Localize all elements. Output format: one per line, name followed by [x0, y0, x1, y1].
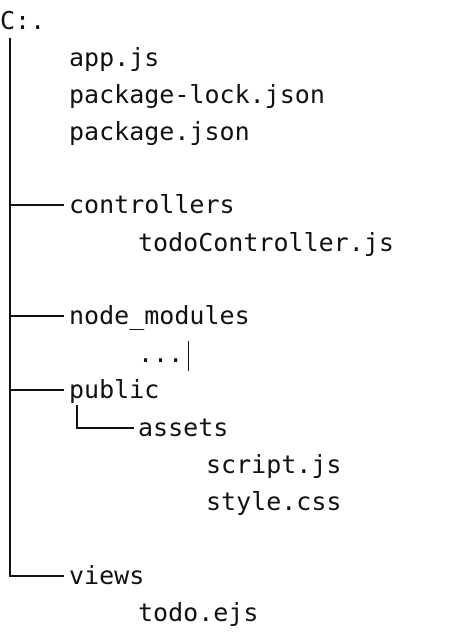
branch-line-node-modules: [9, 315, 64, 317]
file-script-js: script.js: [206, 450, 342, 479]
sub-branch-vertical-assets: [76, 405, 78, 428]
file-style-css: style.css: [206, 487, 342, 516]
file-todocontroller-js: todoController.js: [138, 228, 394, 257]
file-package-json: package.json: [69, 117, 250, 146]
folder-assets: assets: [138, 413, 229, 442]
file-todo-ejs: todo.ejs: [138, 598, 259, 627]
folder-controllers: controllers: [69, 190, 235, 219]
file-package-lock-json: package-lock.json: [69, 80, 325, 109]
branch-line-controllers: [9, 204, 64, 206]
folder-views: views: [69, 561, 145, 590]
sub-branch-horizontal-assets: [76, 427, 134, 429]
text-cursor: [188, 341, 189, 371]
branch-line-public: [9, 389, 64, 391]
folder-node-modules: node_modules: [69, 301, 250, 330]
file-app-js: app.js: [69, 43, 160, 72]
tree-trunk-line: [9, 38, 11, 576]
branch-line-views: [9, 575, 64, 577]
node-modules-ellipsis: ...: [138, 339, 184, 368]
root-label: C:.: [0, 6, 46, 35]
folder-public: public: [69, 375, 160, 404]
